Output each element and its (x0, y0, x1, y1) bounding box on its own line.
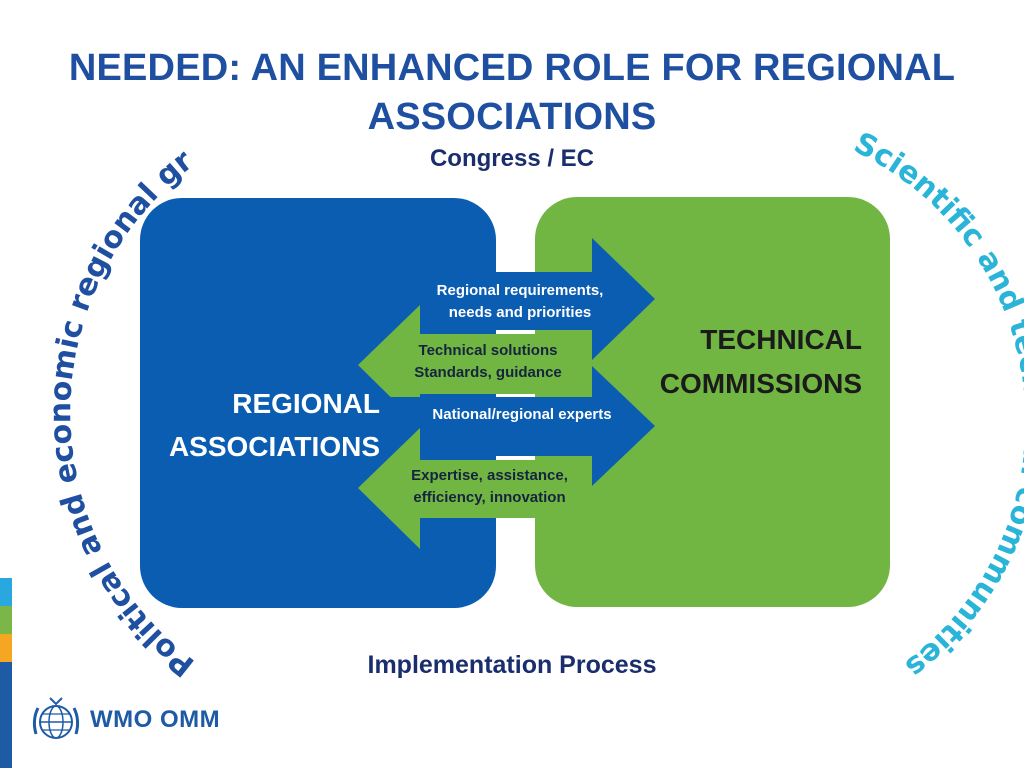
wmo-logo-text: WMO OMM (90, 706, 221, 733)
arrow-national-experts (380, 366, 655, 486)
wmo-emblem-icon (32, 697, 80, 739)
implementation-process-label: Implementation Process (367, 651, 657, 679)
technical-commissions-label: TECHNICAL COMMISSIONS (659, 324, 862, 399)
arrow-expertise-text: Expertise, assistance, efficiency, innov… (411, 467, 568, 506)
arrow-regional-requirements-text: Regional requirements, needs and priorit… (436, 282, 604, 321)
slide-title: NEEDED: AN ENHANCED ROLE FOR REGIONAL AS… (68, 47, 956, 138)
congress-ec-label: Congress / EC (429, 145, 595, 172)
arrow-regional-requirements (380, 238, 655, 360)
side-strip-darkblue (0, 662, 12, 768)
arrow-technical-solutions (358, 305, 590, 426)
right-arc-textpath: Scientific and technical communities (848, 126, 1024, 685)
side-strip-blue (0, 578, 12, 606)
arrow-national-experts-text: National/regional experts (432, 406, 612, 423)
regional-associations-label: REGIONAL ASSOCIATIONS (168, 388, 380, 462)
side-strip-orange (0, 634, 12, 662)
side-strip-green (0, 606, 12, 634)
right-arc-label: Scientific and technical communities (848, 126, 1024, 685)
arrow-technical-solutions-text: Technical solutions Standards, guidance (414, 342, 562, 381)
arrow-expertise (358, 428, 590, 549)
left-arc-label: Political and economic regional groups (0, 0, 201, 683)
left-arc-textpath: Political and economic regional groups (0, 0, 201, 683)
